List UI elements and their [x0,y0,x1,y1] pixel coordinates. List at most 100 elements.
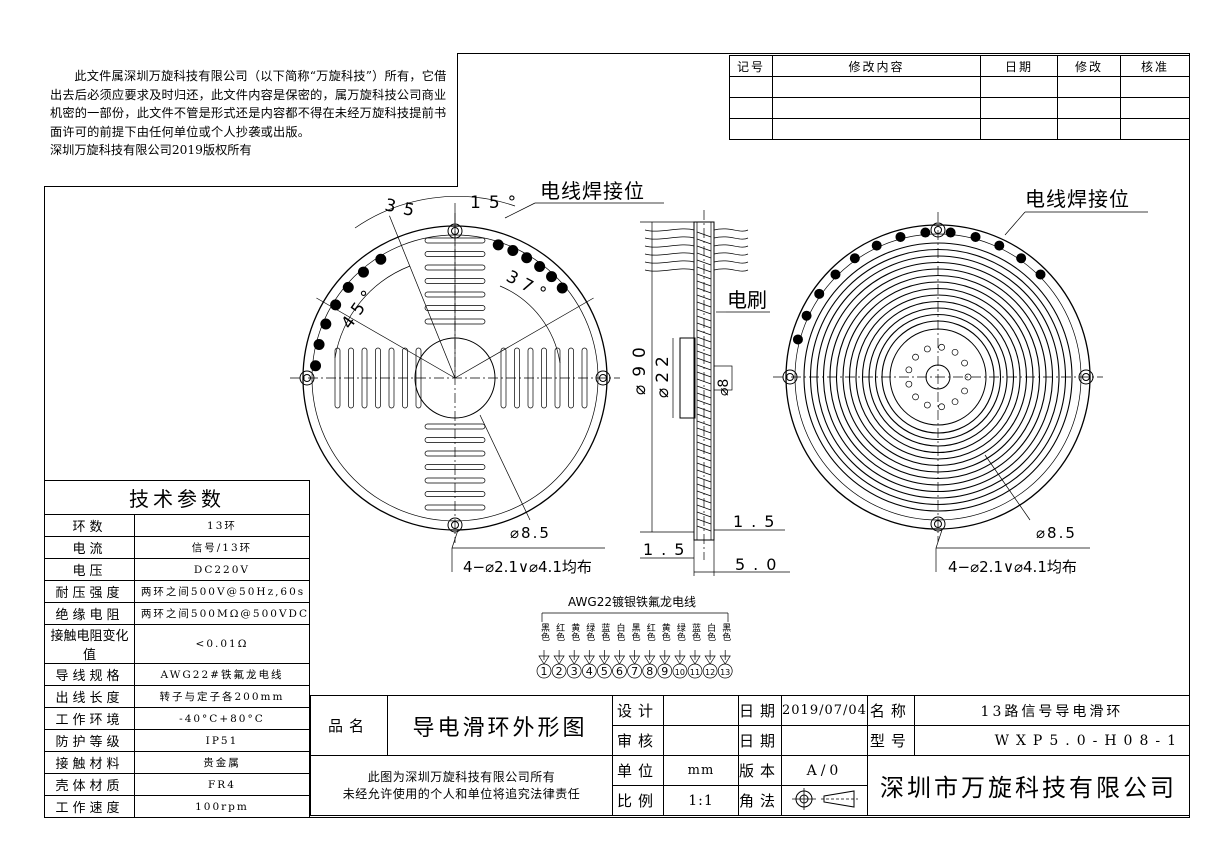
hub-hole [951,398,959,406]
wire-bundle-line [713,236,749,240]
pad-slot [415,347,422,409]
confidentiality-notice: 此文件属深圳万旋科技有限公司（以下简称“万旋科技”）所有，它借出去后必须应要求及… [44,53,458,187]
diameter-90-label: ⌀90 [630,339,650,395]
weld-position-label-left: 电线焊接位 [540,179,645,203]
side-hatch [696,294,712,301]
weld-dot-right [801,310,812,321]
spec-key: 绝缘电阻 [44,602,135,625]
wire-number-circle [581,663,597,679]
weld-dot-right [1016,253,1027,264]
side-flange [679,337,696,419]
weld-dot [534,260,546,272]
pad-slot [361,347,368,409]
wire-arrow [659,655,671,665]
spec-row: 接触电阻变化值<0.01Ω [44,624,311,664]
wire-color-label: 黄色 [569,622,580,641]
wire-number-circle [672,663,688,679]
mounting-hole-inner [599,374,607,382]
wire-number-circle [702,663,718,679]
pad-slot [334,347,341,409]
side-hatch [696,476,712,483]
wire-arrow [674,655,686,665]
side-hatch [696,399,712,406]
pad-slot [388,347,395,409]
rev-header-mark: 记号 [729,55,773,77]
mounting-hole [595,370,611,386]
spec-value: 两环之间500V@50Hz,60s [133,580,311,603]
angle-method-label: 角法 [738,785,782,816]
dim-1-5-bottom: 1.5 [643,540,692,559]
dim-1-5-top: 1.5 [733,512,782,531]
weld-dot-right [814,288,825,299]
leader-line [479,414,531,521]
mounting-hole-right [930,516,946,532]
weld-position-label-right: 电线焊接位 [1025,187,1130,211]
unit-value: mm [663,755,739,786]
leader-line [984,454,1031,521]
pad-slot [348,347,354,409]
wire-arrow [628,655,641,665]
spec-row: 出线长度转子与定子各200mm [44,685,311,708]
spec-value: 转子与定子各200mm [133,685,311,708]
spec-row: 耐压强度两环之间500V@50Hz,60s [44,580,311,603]
hub-hole [905,380,913,388]
spec-key: 防护等级 [44,729,135,752]
scale-value: 1:1 [663,785,739,816]
wire-bundle-line [644,228,695,232]
model-value: WXP5.0-H08-1 [913,725,1191,756]
date2-label: 日期 [738,725,782,756]
hub-hole [905,366,913,374]
date-label: 日期 [738,695,782,726]
brush-label: 电刷 [727,288,767,312]
hub-hole [924,345,931,353]
wire-number: 10 [675,668,685,677]
wire-color-label: 黑色 [630,623,641,641]
design-value [663,695,739,726]
weld-dot [310,360,322,372]
spec-key: 耐压强度 [44,580,135,603]
weld-dot-right [1035,269,1046,280]
wire-color-label: 绿色 [675,622,686,641]
pad-slot [424,477,486,484]
side-hatch [696,308,712,315]
statement: 此图为深圳万旋科技有限公司所有 未经允许使用的个人和单位将追究法律责任 [310,755,613,816]
dim-5-0: 5.0 [735,555,784,574]
wire-arrow [613,655,626,665]
side-hatch [696,511,712,518]
wire-number: 11 [690,668,700,677]
weld-dot [375,253,387,265]
company-name: 深圳市万旋科技有限公司 [866,755,1191,816]
date2-value [781,725,868,756]
spec-value: 13环 [133,514,311,537]
wire-number: 6 [616,665,623,678]
pad-slot [554,347,561,409]
wire-number-circle [642,663,658,679]
spec-value: AWG22#铁氟龙电线 [133,663,311,686]
wire-number: 5 [601,665,608,678]
wire-number-circle [657,663,673,679]
wire-bundle-line [644,260,695,264]
wire-number-circle [627,663,642,679]
side-hatch [696,420,712,427]
spec-row: 绝缘电阻两环之间500MΩ@500VDC [44,602,311,625]
spec-key: 导线规格 [44,663,135,686]
spec-title: 技术参数 [44,480,310,515]
weld-dot [320,318,332,330]
pad-slot [424,504,486,511]
wire-arrow [553,655,565,665]
pad-slot [375,347,381,409]
leader-line [935,529,943,549]
spec-value: -40°C+80°C [133,707,311,730]
wire-color-label: 蓝色 [599,622,610,641]
notice-copyright: 深圳万旋科技有限公司2019版权所有 [50,143,252,158]
rev-row [729,97,1190,119]
mounting-hole-right-inner [786,373,794,381]
version-label: 版本 [738,755,782,786]
pad-slot [541,347,547,409]
wire-number-circle [536,663,552,679]
mounting-hole [299,370,315,386]
